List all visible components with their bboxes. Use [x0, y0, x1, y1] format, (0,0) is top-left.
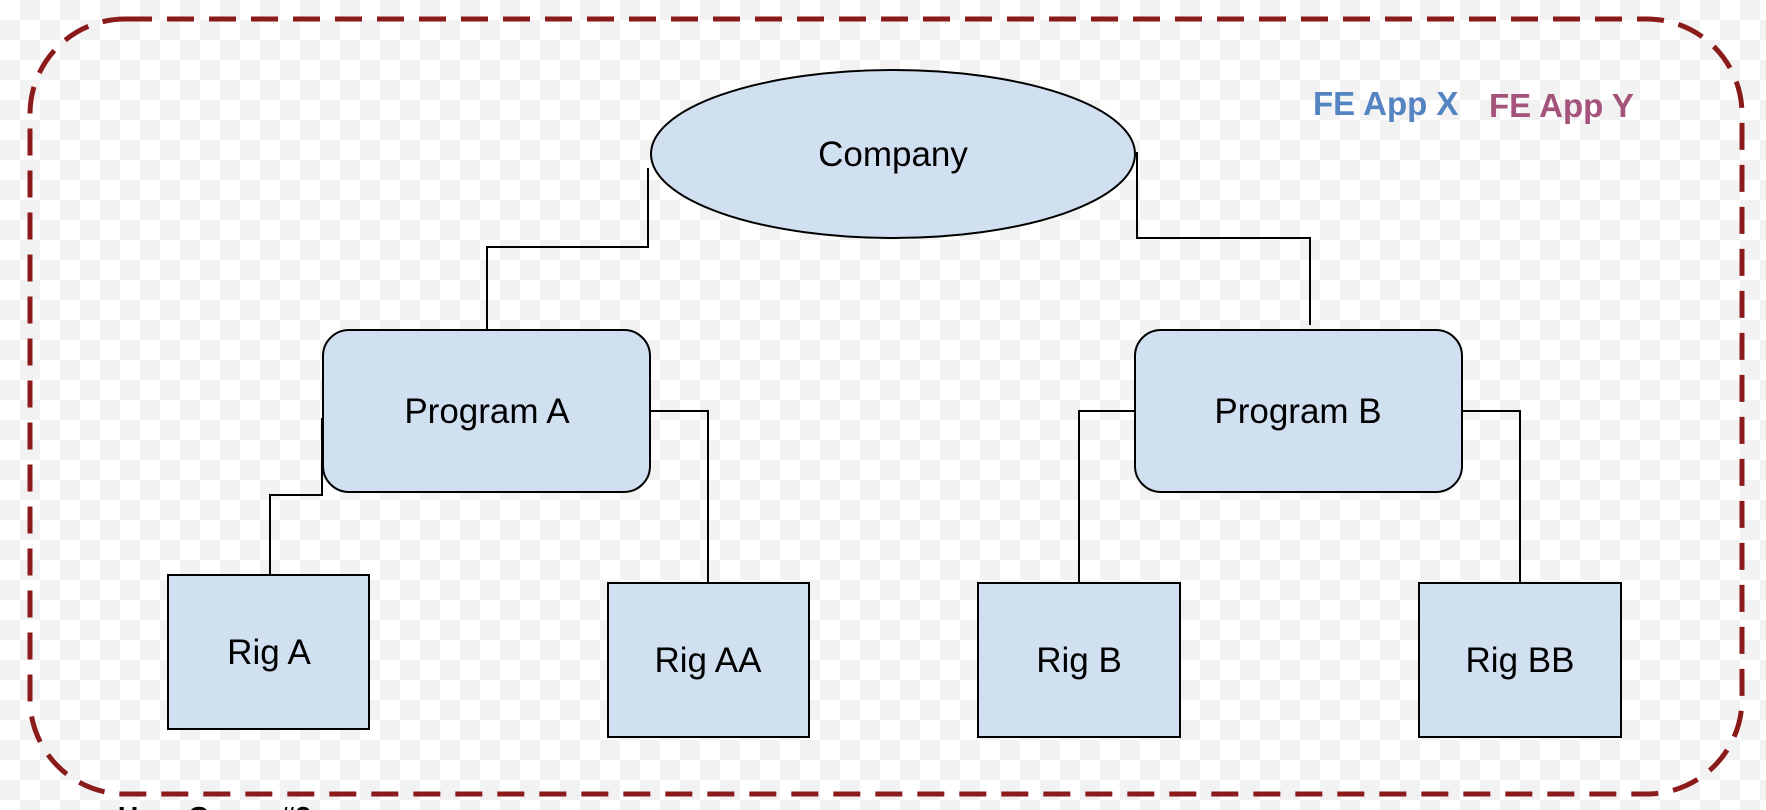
program-b-shape: [1134, 329, 1463, 493]
node-company[interactable]: Company: [650, 69, 1136, 239]
node-rig-bb[interactable]: Rig BB: [1418, 582, 1622, 738]
node-program-a[interactable]: Program A: [322, 329, 651, 493]
node-rig-a[interactable]: Rig A: [167, 574, 370, 730]
user-group-boundary: [27, 16, 1745, 797]
node-rig-aa[interactable]: Rig AA: [607, 582, 810, 738]
connector-program-a-rig-aa: [650, 410, 709, 583]
legend: FE App X FE App Y: [1313, 85, 1634, 124]
rig-aa-shape: [607, 582, 810, 738]
rig-bb-label: Rig BB: [1466, 641, 1575, 680]
rig-aa-label: Rig AA: [655, 641, 763, 680]
connector-program-b-rig-bb: [1462, 410, 1521, 583]
connector-program-b-rig-b: [1078, 410, 1135, 583]
rig-bb-shape: [1418, 582, 1622, 738]
node-rig-b[interactable]: Rig B: [977, 582, 1181, 738]
company-label: Company: [818, 135, 968, 174]
rig-a-shape: [167, 574, 370, 730]
legend-fe-app-y: FE App Y: [1489, 87, 1634, 124]
connector-company-program-b: [1136, 152, 1311, 325]
legend-fe-app-x: FE App X: [1313, 85, 1458, 122]
program-b-label: Program B: [1214, 392, 1381, 431]
rig-b-shape: [977, 582, 1181, 738]
group-caption-cutoff: User Group #2: [118, 801, 311, 810]
connector-company-program-a: [486, 168, 649, 330]
program-a-label: Program A: [404, 392, 570, 431]
rig-b-label: Rig B: [1036, 641, 1122, 680]
connector-program-a-rig-a: [269, 418, 323, 575]
node-program-b[interactable]: Program B: [1134, 329, 1463, 493]
rig-a-label: Rig A: [227, 633, 311, 672]
program-a-shape: [322, 329, 651, 493]
company-shape: [650, 69, 1136, 239]
